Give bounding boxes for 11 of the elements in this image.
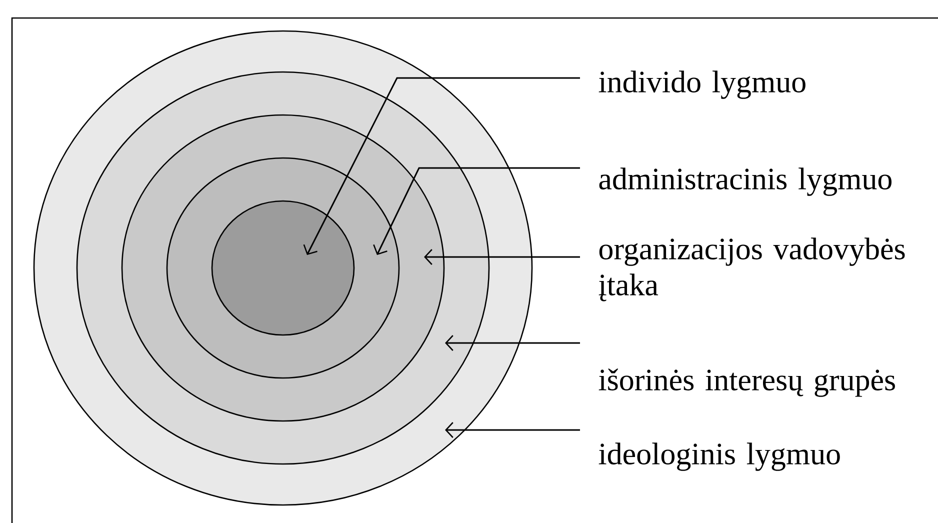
arrow [303, 77, 580, 255]
arrow [445, 335, 580, 351]
level-label: ideologinis lygmuo [598, 442, 840, 471]
level-label: individo lygmuo [598, 70, 806, 99]
level-label: išorinės interesų grupės [598, 368, 895, 397]
level-label: administracinis lygmuo [599, 168, 892, 196]
arrow [445, 422, 580, 438]
level-label: organizacijos vadovybės įtaka [598, 238, 905, 302]
ring [211, 200, 355, 336]
arrow [373, 167, 580, 255]
arrow [424, 249, 580, 265]
